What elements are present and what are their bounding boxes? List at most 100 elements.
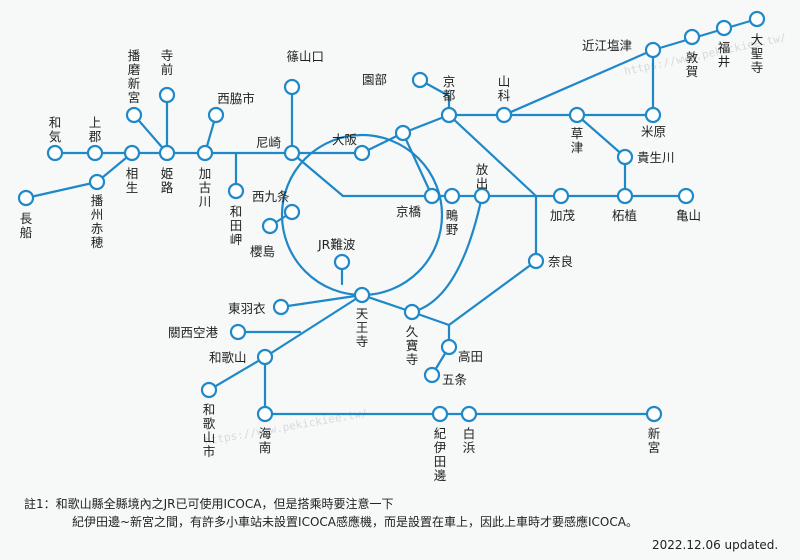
label-tsuge: 柘植 <box>612 208 637 223</box>
label-shingu: 新宮 <box>648 426 661 455</box>
label-wake: 和気 <box>49 115 62 144</box>
station-banshuako[interactable] <box>88 173 106 191</box>
label-kansaiairport: 關西空港 <box>168 325 219 340</box>
label-fukui: 福井 <box>718 40 731 69</box>
label-yamashina: 山科 <box>498 74 511 103</box>
label-kusatsu: 草津 <box>571 126 584 155</box>
station-wakayama[interactable] <box>256 348 274 366</box>
station-kiitanabe[interactable] <box>431 405 449 423</box>
line-hanaten-kudara <box>410 194 484 314</box>
station-shinosaka[interactable] <box>394 124 412 142</box>
label-shigino: 鴫野 <box>446 208 459 237</box>
station-sakurajima[interactable] <box>261 217 279 235</box>
station-teramae[interactable] <box>158 86 176 104</box>
line-shinosaka-kyobashi <box>401 131 434 198</box>
station-jrnamba[interactable] <box>333 253 351 271</box>
label-kyobashi: 京橋 <box>396 204 422 219</box>
station-nara[interactable] <box>527 252 545 270</box>
station-yamashina[interactable] <box>495 106 513 124</box>
station-daishoji[interactable] <box>748 10 766 28</box>
station-kudara[interactable] <box>403 303 421 321</box>
label-aioi: 相生 <box>126 166 139 195</box>
station-harimashingu[interactable] <box>125 106 143 124</box>
label-banshuako: 播州赤穂 <box>91 193 104 250</box>
station-hanaten[interactable] <box>473 187 491 205</box>
label-jrnamba: JR難波 <box>317 237 356 252</box>
line-tennoji-nara <box>360 259 538 327</box>
station-nagao[interactable] <box>17 189 35 207</box>
label-teramae: 寺前 <box>161 48 174 77</box>
station-nishiwaki[interactable] <box>207 106 225 124</box>
station-wakayamashi[interactable] <box>200 381 218 399</box>
station-tsuge[interactable] <box>616 187 634 205</box>
station-markers <box>17 10 766 423</box>
label-kakogawa: 加古川 <box>199 166 212 209</box>
station-omishiotsu[interactable] <box>644 41 662 59</box>
label-nagao: 長船 <box>20 211 33 240</box>
station-wake[interactable] <box>46 144 64 162</box>
station-maibara[interactable] <box>644 106 662 124</box>
station-osaka[interactable] <box>353 144 371 162</box>
station-wadamisaki[interactable] <box>227 182 245 200</box>
label-nara: 奈良 <box>548 254 573 269</box>
line-harimashingu-himeji <box>132 113 169 155</box>
station-kamigori[interactable] <box>86 144 104 162</box>
station-kusatsu[interactable] <box>568 106 586 124</box>
label-gojo: 五条 <box>442 372 468 387</box>
station-tsuruga[interactable] <box>683 28 701 46</box>
label-hanaten: 放出 <box>476 162 489 191</box>
station-aioi[interactable] <box>123 144 141 162</box>
label-sakurajima: 櫻島 <box>250 244 275 259</box>
label-kyoto: 京都 <box>443 74 456 103</box>
label-sasayamaguchi: 篠山口 <box>286 49 324 64</box>
station-shigino[interactable] <box>443 187 461 205</box>
line-nagao-banshuako <box>24 180 99 200</box>
station-labels: 篠山口 西脇市 尼崎 大阪 園部 近江塩津 米原 貴生川 亀山 加茂 柘植 京橋… <box>168 38 701 387</box>
station-shingu[interactable] <box>645 405 663 423</box>
label-nishikujo: 西九条 <box>252 189 290 204</box>
station-kamo[interactable] <box>552 187 570 205</box>
label-wakayamashi: 和歌山市 <box>203 402 216 459</box>
label-higashihagoromo: 東羽衣 <box>228 301 266 316</box>
vertical-station-labels: 長船和気上郡播州赤穂相生播磨新宮寺前姫路加古川和田岬京都山科敦賀福井大聖寺草津放… <box>20 32 764 483</box>
label-nishiwaki: 西脇市 <box>217 91 255 106</box>
note-line-2: 紀伊田邊~新宮之間，有許多小車站未設置ICOCA感應機，而是設置在車上，因此上車… <box>72 515 638 529</box>
station-kainan[interactable] <box>256 405 274 423</box>
label-amagasaki: 尼崎 <box>256 135 282 150</box>
station-kansaiairport[interactable] <box>229 323 247 341</box>
label-maibara: 米原 <box>641 124 666 139</box>
station-himeji[interactable] <box>158 144 176 162</box>
station-sonobe[interactable] <box>411 71 429 89</box>
label-takada: 高田 <box>458 349 483 364</box>
line-amagasaki-kameyama <box>290 151 688 198</box>
label-kamo: 加茂 <box>550 208 576 223</box>
label-kainan: 海南 <box>259 426 272 455</box>
station-kibukawa[interactable] <box>616 148 634 166</box>
label-osaka: 大阪 <box>332 132 358 147</box>
label-omishiotsu: 近江塩津 <box>582 38 632 53</box>
line-kyoto-nara <box>447 113 538 263</box>
station-fukui[interactable] <box>715 19 733 37</box>
line-higashihagoromo <box>279 293 364 309</box>
note-line-1: 註1：和歌山縣全縣境內之JR已可使用ICOCA，但是搭乘時要注意一下 <box>24 497 394 511</box>
station-sasayamaguchi[interactable] <box>283 78 301 96</box>
station-gojo[interactable] <box>423 366 441 384</box>
station-kakogawa[interactable] <box>196 144 214 162</box>
label-kibukawa: 貴生川 <box>637 150 675 165</box>
watermark-bottom: https://www.pekickiee.tw/ <box>203 406 368 448</box>
station-higashihagoromo[interactable] <box>272 298 290 316</box>
label-daishoji: 大聖寺 <box>751 32 764 75</box>
station-tennoji[interactable] <box>353 286 371 304</box>
station-kyobashi[interactable] <box>423 187 441 205</box>
station-shirahama[interactable] <box>460 405 478 423</box>
station-amagasaki[interactable] <box>283 144 301 162</box>
station-nishikujo[interactable] <box>283 203 301 221</box>
station-kyoto[interactable] <box>440 106 458 124</box>
station-takada[interactable] <box>440 338 458 356</box>
label-kamigori: 上郡 <box>89 115 102 144</box>
label-shirahama: 白浜 <box>463 426 476 455</box>
label-himeji: 姫路 <box>161 166 174 195</box>
station-kameyama[interactable] <box>677 187 695 205</box>
